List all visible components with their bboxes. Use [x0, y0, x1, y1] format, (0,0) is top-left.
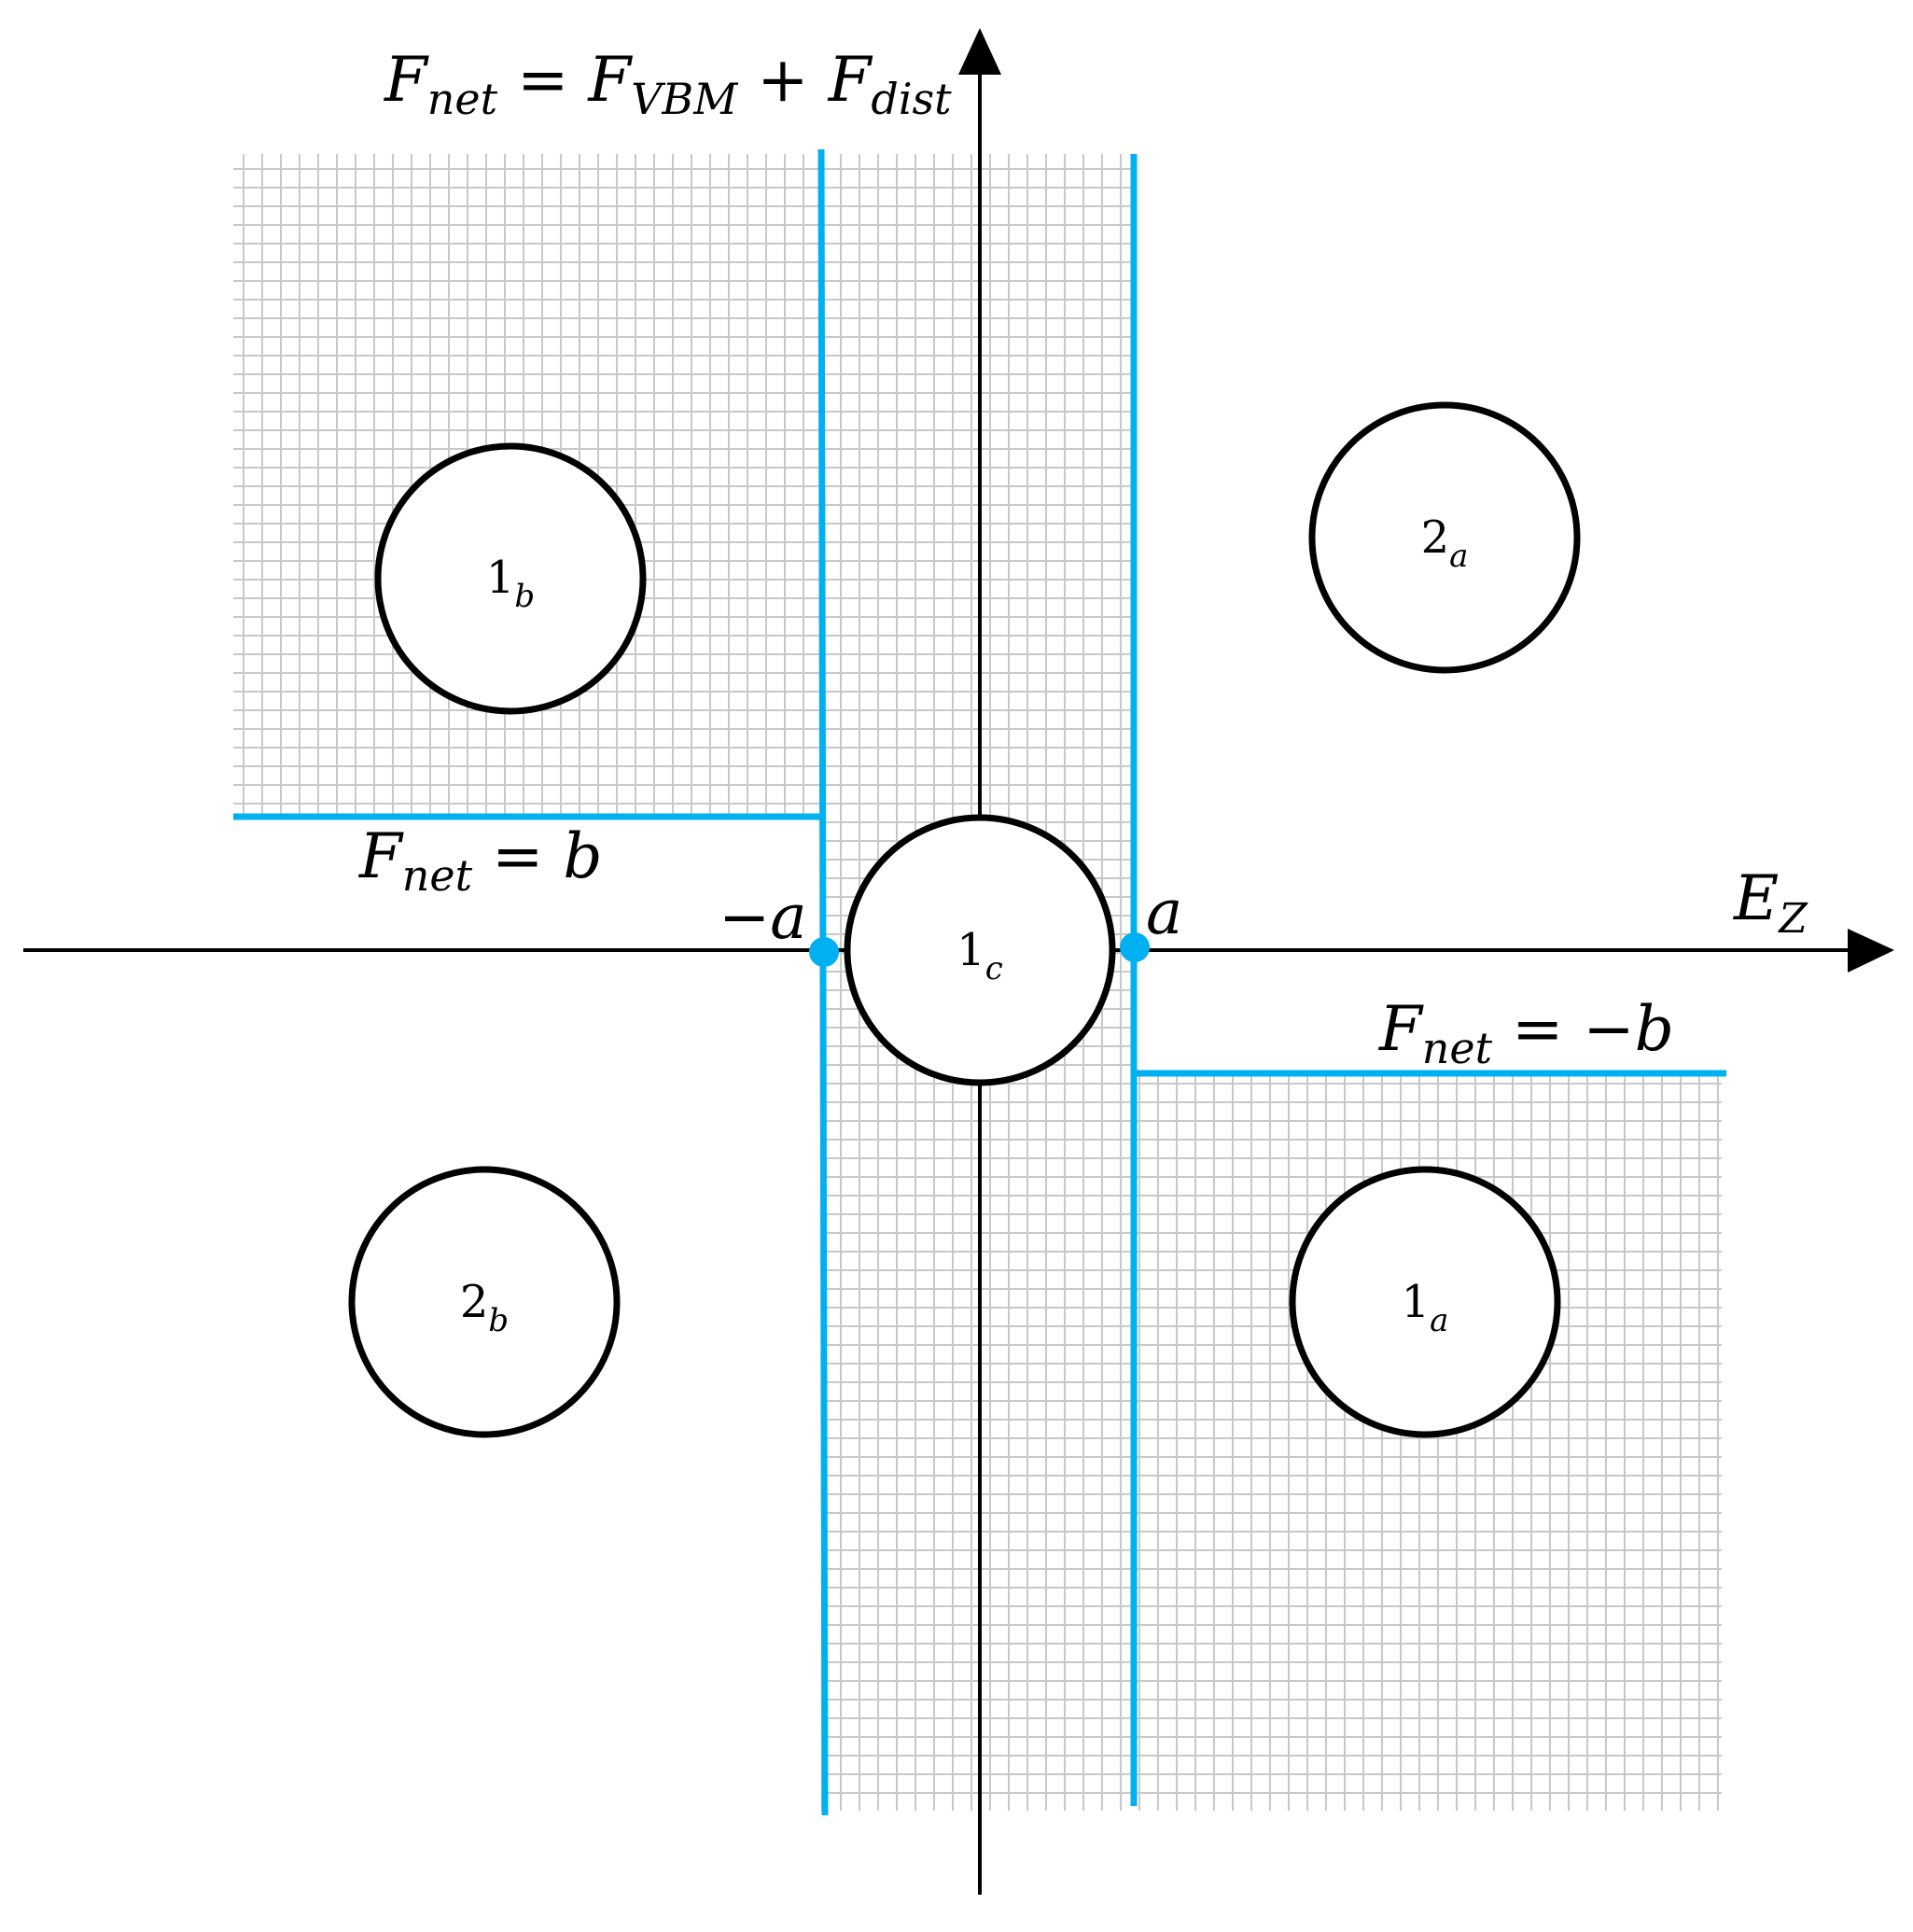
region-2b-number: 2: [460, 1276, 489, 1328]
region-2a: 2a: [1308, 401, 1581, 674]
region-1b-number: 1: [486, 552, 515, 604]
label-pos-a: a: [1146, 876, 1182, 948]
region-2a-subscript: a: [1449, 538, 1468, 575]
region-1a-number: 1: [1402, 1276, 1431, 1328]
boundary-line-neg-a: [817, 148, 829, 1816]
region-1b-subscript: b: [514, 578, 535, 615]
y-axis-label: Fnet = FVBM + Fdist: [384, 44, 952, 124]
region-1b-circle: [374, 442, 647, 715]
region-1c-number: 1: [956, 924, 985, 976]
region-2b: 2b: [348, 1166, 621, 1438]
boundary-label-fnet-b: Fnet = b: [358, 820, 603, 901]
region-1b: 1b: [374, 442, 647, 715]
point-neg-a: [809, 937, 839, 967]
region-1c: 1c: [844, 814, 1116, 1086]
svg-text:2b: 2b: [460, 1276, 509, 1339]
region-1c-circle: [844, 814, 1116, 1086]
boundary-lines: [233, 148, 1726, 1816]
region-2b-subscript: b: [488, 1302, 509, 1339]
region-1a: 1a: [1289, 1166, 1561, 1438]
region-2a-number: 2: [1421, 511, 1450, 564]
svg-text:2a: 2a: [1421, 511, 1469, 575]
region-1a-subscript: a: [1430, 1302, 1448, 1339]
label-neg-a: −a: [719, 881, 807, 953]
region-2a-circle: [1308, 401, 1581, 674]
boundary-label-fnet-neg-b: Fnet = −b: [1378, 993, 1674, 1073]
region-1c-subscript: c: [985, 950, 1003, 987]
region-2b-circle: [348, 1166, 621, 1438]
svg-text:1a: 1a: [1402, 1276, 1449, 1339]
svg-text:1b: 1b: [486, 552, 535, 615]
x-axis-arrow-icon: [1848, 929, 1894, 973]
point-pos-a: [1120, 932, 1150, 962]
region-1a-circle: [1289, 1166, 1561, 1438]
svg-text:1c: 1c: [956, 924, 1003, 987]
y-axis-arrow-icon: [958, 28, 1001, 75]
x-axis-label: EZ: [1733, 862, 1808, 943]
